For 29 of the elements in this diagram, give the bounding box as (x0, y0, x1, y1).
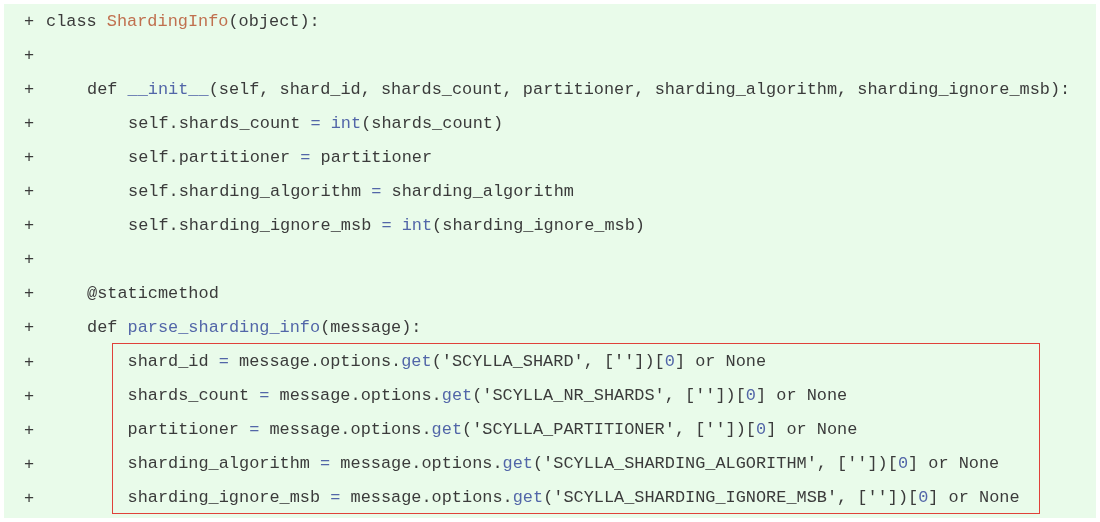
code-line: partitioner = message.options.get('SCYLLA_PARTITIONER', [''])[0] or None (127, 420, 858, 441)
diff-plus-marker: + (24, 216, 35, 237)
diff-plus-marker: + (24, 182, 35, 203)
diff-plus-marker: + (24, 284, 35, 305)
code-line: sharding_algorithm = message.options.get('SCYLLA_SHARDING_ALGORITHM', [''])[0] or None (127, 454, 1000, 475)
diff-plus-marker: + (24, 318, 35, 339)
code-line: shards_count = message.options.get('SCYLLA_NR_SHARDS', [''])[0] or None (127, 386, 848, 407)
diff-plus-marker: + (24, 114, 35, 135)
code-line: self.sharding_ignore_msb = int(sharding_ignore_msb) (128, 216, 645, 237)
diff-plus-marker: + (24, 454, 35, 475)
diff-plus-marker: + (24, 148, 35, 169)
code-line: def __init__(self, shard_id, shards_count, partitioner, sharding_algorithm, sharding_ignore_msb): (87, 80, 1071, 101)
code-line: class ShardingInfo(object): (46, 12, 320, 32)
diff-plus-marker: + (24, 80, 35, 101)
diff-plus-marker: + (24, 12, 35, 32)
diff-plus-marker: + (24, 420, 35, 441)
code-line: shard_id = message.options.get('SCYLLA_SHARD', [''])[0] or None (127, 352, 767, 372)
code-line: self.shards_count = int(shards_count) (128, 114, 504, 135)
code-line: self.partitioner = partitioner (128, 148, 433, 169)
code-line: sharding_ignore_msb = message.options.get('SCYLLA_SHARDING_IGNORE_MSB', [''])[0] or None (127, 488, 1020, 509)
diff-plus-marker: + (24, 46, 35, 67)
code-line: @staticmethod (87, 284, 219, 305)
code-line: def parse_sharding_info(message): (87, 318, 422, 339)
diff-plus-marker: + (24, 488, 35, 509)
diff-plus-marker: + (24, 352, 35, 373)
diff-plus-marker: + (24, 386, 35, 407)
code-line: self.sharding_algorithm = sharding_algorithm (128, 182, 574, 203)
highlight-box (112, 343, 1040, 514)
diff-plus-marker: + (24, 250, 35, 271)
